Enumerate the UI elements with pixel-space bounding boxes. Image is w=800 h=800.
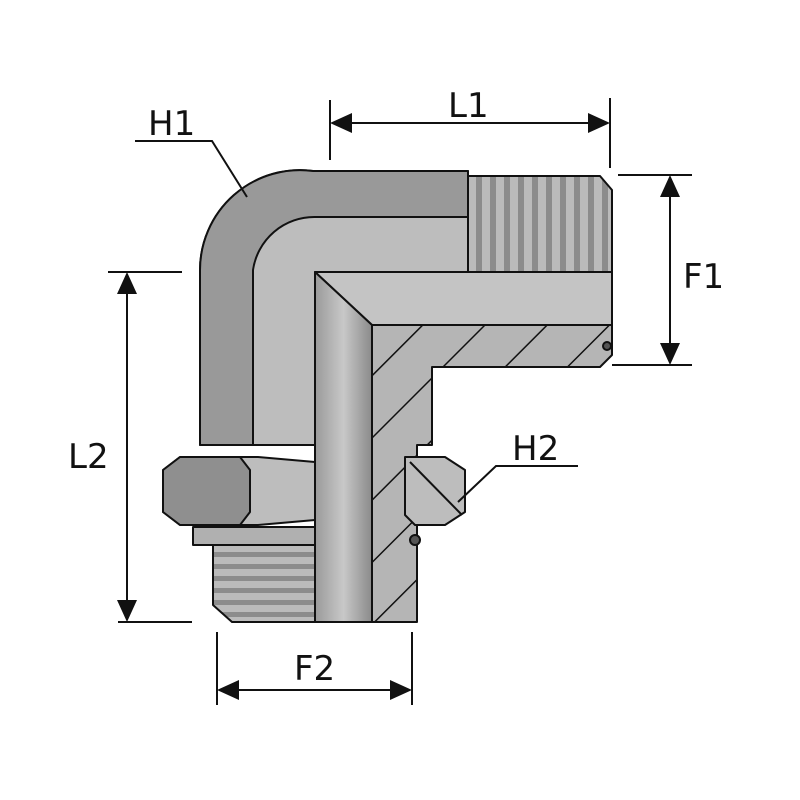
label-l2: L2 <box>68 437 109 477</box>
seal-line <box>409 461 463 516</box>
label-f2: F2 <box>294 649 335 689</box>
label-f1: F1 <box>683 257 724 297</box>
bore-vertical <box>314 271 373 623</box>
thread-top <box>467 175 613 273</box>
thread-bottom <box>212 544 316 623</box>
dimensions <box>108 98 692 705</box>
o-ring-icon <box>409 534 421 546</box>
seal-ring <box>404 456 466 526</box>
elbow-shade <box>199 169 469 446</box>
section-hatch <box>371 324 613 623</box>
hex-nut-face <box>162 456 251 526</box>
washer <box>192 526 316 546</box>
label-h2: H2 <box>512 429 559 469</box>
label-h1: H1 <box>148 104 195 144</box>
o-ring-top-icon <box>602 341 612 351</box>
label-l1: L1 <box>448 86 489 126</box>
